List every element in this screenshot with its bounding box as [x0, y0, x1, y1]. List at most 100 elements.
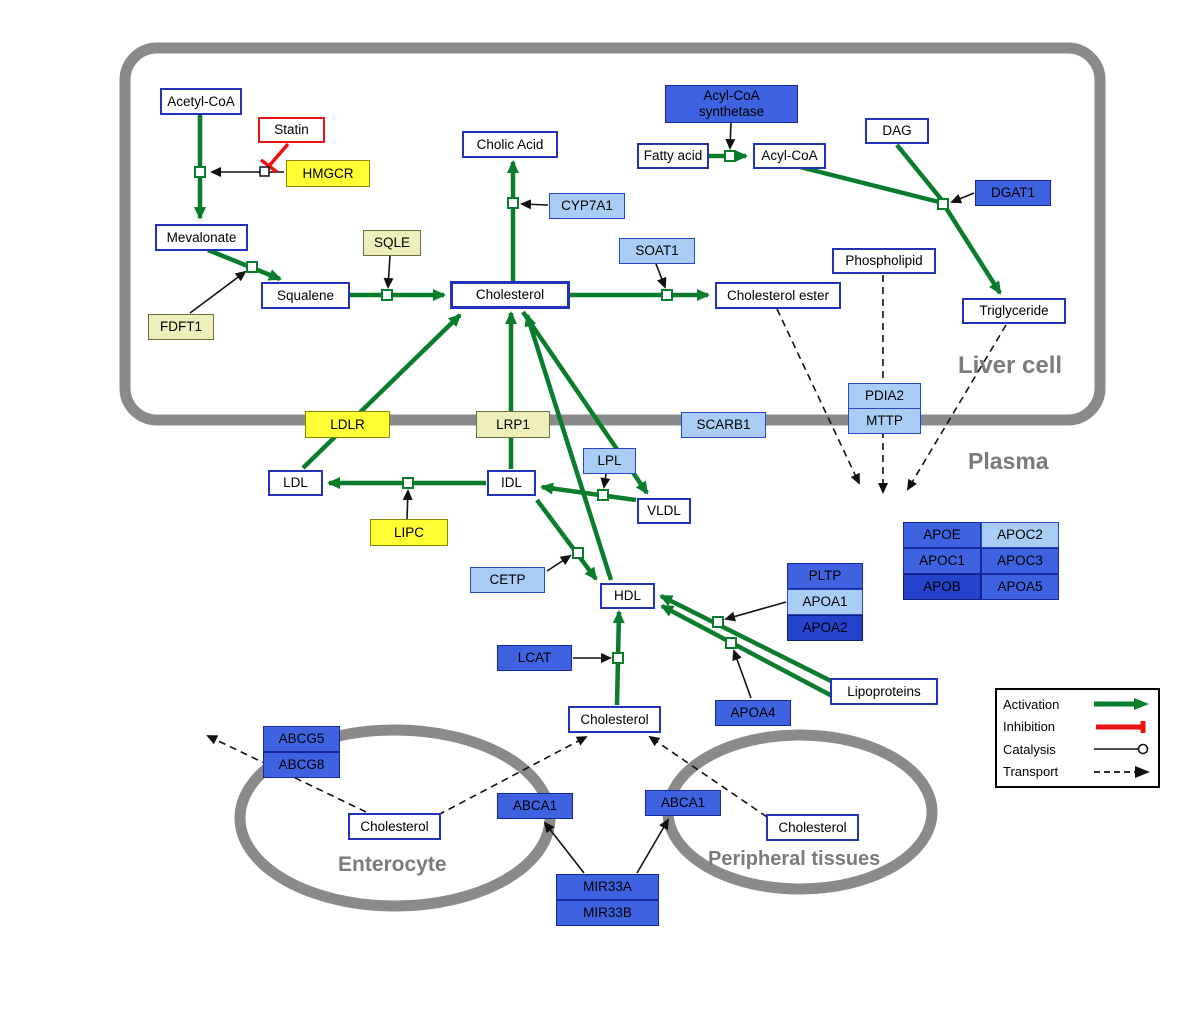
transport-triglyceride-to-lipoproteins — [906, 324, 1007, 491]
edge-ldl-cholesterol-ldlr — [301, 313, 462, 470]
activation-arrow-icon — [1094, 698, 1149, 711]
node-dgat1[interactable]: DGAT1 — [975, 180, 1051, 206]
node-acetyl-coa[interactable]: Acetyl-CoA — [160, 88, 242, 115]
node-apoa5[interactable]: APOA5 — [981, 574, 1059, 600]
node-phospholipid[interactable]: Phospholipid — [832, 248, 936, 274]
catalysis-mir33-abca1-right — [636, 818, 670, 874]
catalysis-circle-icon — [1094, 743, 1149, 755]
node-soat1[interactable]: SOAT1 — [619, 238, 695, 264]
node-abca1-peripheral[interactable]: ABCA1 — [645, 790, 721, 816]
node-abca1-enterocyte[interactable]: ABCA1 — [497, 793, 573, 819]
node-lrp1[interactable]: LRP1 — [476, 411, 550, 438]
legend: Activation Inhibition Catalysis Transpor… — [995, 688, 1160, 788]
node-abcg5[interactable]: ABCG5 — [263, 726, 340, 752]
node-mevalonate[interactable]: Mevalonate — [155, 224, 248, 251]
node-mir33a[interactable]: MIR33A — [556, 874, 659, 900]
edge-vldl-idl — [540, 482, 637, 503]
catalysis-cetp — [546, 554, 572, 572]
node-mttp[interactable]: MTTP — [848, 408, 921, 434]
node-mir33b[interactable]: MIR33B — [556, 900, 659, 926]
inhibition-statin-tbar — [259, 158, 279, 174]
peripheral-tissues-label: Peripheral tissues — [708, 848, 881, 870]
catalysis-acylcoa-synthetase — [725, 121, 736, 150]
node-scarb1[interactable]: SCARB1 — [681, 412, 766, 438]
catalysis-apoa4 — [732, 649, 752, 699]
node-lipc[interactable]: LIPC — [370, 519, 448, 546]
legend-row-catalysis: Catalysis — [1003, 738, 1152, 760]
node-cholesterol-liver[interactable]: Cholesterol — [450, 281, 570, 309]
edge-idl-hdl-cetp — [535, 498, 598, 581]
node-abcg8[interactable]: ABCG8 — [263, 752, 340, 778]
node-dag[interactable]: DAG — [865, 118, 929, 144]
transport-cholesterol-abca1-enterocyte — [437, 736, 588, 816]
edge-lipoproteins-hdl-1 — [659, 593, 833, 684]
activation-edges — [194, 115, 1002, 706]
transport-cholesterolester-to-lipoproteins — [776, 308, 860, 485]
node-apoa4[interactable]: APOA4 — [715, 700, 791, 726]
node-cholesterol-enterocyte[interactable]: Cholesterol — [348, 813, 441, 840]
legend-row-inhibition: Inhibition — [1003, 716, 1152, 738]
node-sqle[interactable]: SQLE — [363, 230, 421, 256]
catalysis-sqle — [383, 255, 394, 289]
edge-mevalonate-squalene — [207, 247, 282, 282]
catalysis-fdft1 — [189, 270, 247, 314]
node-hdl[interactable]: HDL — [600, 583, 655, 609]
node-apoe[interactable]: APOE — [903, 522, 981, 548]
enterocyte-label: Enterocyte — [338, 853, 447, 876]
liver-cell-membrane — [119, 42, 1106, 426]
inhibition-tbar-icon — [1096, 720, 1146, 733]
node-ldlr[interactable]: LDLR — [305, 411, 390, 438]
edge-dag-junction — [895, 143, 943, 201]
legend-row-activation: Activation — [1003, 693, 1152, 715]
catalysis-apoa — [724, 601, 787, 622]
catalysis-mir33-abca1-left — [543, 821, 585, 874]
node-apoc1[interactable]: APOC1 — [903, 548, 981, 574]
node-pltp[interactable]: PLTP — [787, 563, 863, 589]
node-apoa1[interactable]: APOA1 — [787, 589, 863, 615]
node-acyl-coa[interactable]: Acyl-CoA — [753, 143, 826, 169]
edge-lipoproteins-hdl-2 — [660, 604, 836, 699]
node-hmgcr[interactable]: HMGCR — [286, 160, 370, 187]
catalysis-lpl — [600, 473, 611, 489]
node-apob[interactable]: APOB — [903, 574, 981, 600]
node-lpl[interactable]: LPL — [583, 448, 636, 474]
catalysis-lipc — [402, 489, 413, 520]
legend-inhibition-label: Inhibition — [1003, 719, 1056, 735]
legend-catalysis-label: Catalysis — [1003, 741, 1056, 757]
node-fatty-acid[interactable]: Fatty acid — [637, 143, 709, 169]
node-triglyceride[interactable]: Triglyceride — [962, 298, 1066, 324]
catalysis-soat1 — [655, 263, 667, 289]
inhibition-edges — [259, 142, 290, 174]
node-idl[interactable]: IDL — [487, 470, 536, 496]
node-pdia2[interactable]: PDIA2 — [848, 383, 921, 409]
node-apoc2[interactable]: APOC2 — [981, 522, 1059, 548]
reaction-nodes — [194, 150, 949, 664]
legend-row-transport: Transport — [1003, 761, 1152, 783]
node-cetp[interactable]: CETP — [470, 567, 545, 593]
node-cholic-acid[interactable]: Cholic Acid — [462, 131, 558, 158]
edge-junction-triglyceride — [944, 206, 1002, 295]
node-cholesterol-ester[interactable]: Cholesterol ester — [715, 282, 841, 309]
node-cholesterol-peripheral[interactable]: Cholesterol — [766, 814, 859, 841]
catalysis-edges — [189, 121, 975, 874]
catalysis-cyp7a1 — [520, 199, 549, 210]
edge-acylcoa-junction — [799, 164, 940, 205]
node-apoa2[interactable]: APOA2 — [787, 615, 863, 641]
transport-dashed-arrow-icon — [1094, 765, 1150, 778]
node-ldl[interactable]: LDL — [268, 470, 323, 496]
node-lipoproteins[interactable]: Lipoproteins — [830, 678, 938, 705]
catalysis-dgat1 — [950, 192, 975, 204]
node-apoc3[interactable]: APOC3 — [981, 548, 1059, 574]
node-fdft1[interactable]: FDFT1 — [148, 314, 214, 340]
node-squalene[interactable]: Squalene — [261, 282, 350, 309]
legend-activation-label: Activation — [1003, 696, 1060, 712]
node-acyl-coa-synthetase[interactable]: Acyl-CoA synthetase — [665, 85, 798, 123]
node-lcat[interactable]: LCAT — [497, 645, 572, 671]
node-cholesterol-plasma[interactable]: Cholesterol — [568, 706, 661, 733]
inhibition-statin-line — [267, 142, 290, 168]
node-statin[interactable]: Statin — [258, 117, 325, 143]
node-cyp7a1[interactable]: CYP7A1 — [549, 193, 625, 219]
node-vldl[interactable]: VLDL — [637, 498, 691, 524]
